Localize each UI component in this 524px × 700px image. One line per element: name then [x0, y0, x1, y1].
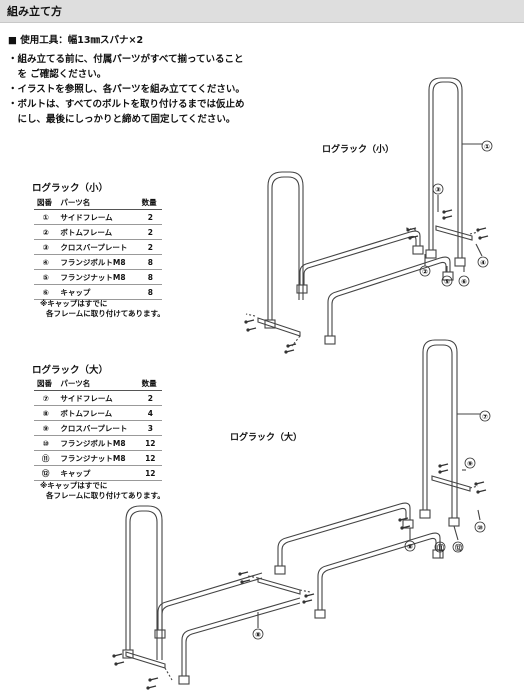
large-rack-callouts: ⑦ ⑨ ⑧ ⑪ ⑫ ⑩ ⑧	[252, 410, 491, 640]
part-no: ⑫	[34, 465, 58, 481]
part-no: ⑪	[34, 450, 58, 466]
part-name: フランジボルトM8	[57, 254, 139, 270]
note-line: ・ボルトは、すべてのボルトを取り付けるまでは仮止め	[8, 99, 245, 110]
part-qty: 12	[138, 435, 162, 451]
header-qty: 数量	[138, 377, 162, 391]
callout-3: ③	[435, 186, 441, 194]
callout-8-lower: ⑧	[255, 631, 261, 639]
part-qty: 12	[138, 465, 162, 481]
large-diagram-label: ログラック（大）	[230, 433, 303, 443]
part-name: ボトムフレーム	[57, 224, 139, 240]
part-qty: 2	[138, 390, 162, 406]
part-no: ②	[34, 224, 58, 240]
large-rack-title: ログラック（大）	[32, 365, 109, 376]
part-qty: 3	[138, 420, 162, 436]
part-name: キャップ	[57, 284, 139, 300]
part-qty: 2	[138, 239, 162, 255]
part-name: クロスバープレート	[57, 420, 139, 436]
callout-11: ⑪	[437, 543, 444, 552]
large-rack-diagram	[122, 339, 481, 685]
small-footnote: ※キャップはすでに 各フレームに取り付けてあります。	[40, 299, 165, 319]
part-no: ⑤	[34, 269, 58, 285]
part-no: ⑧	[34, 405, 58, 421]
part-no: ⑨	[34, 420, 58, 436]
note-line: を ご確認ください。	[8, 69, 107, 80]
note-line: ・組み立てる前に、付属パーツがすべて揃っていること	[8, 54, 244, 65]
table-header-row: 図番 パーツ名 数量	[34, 196, 162, 210]
header-no: 図番	[34, 196, 58, 210]
small-rack-diagram	[245, 77, 483, 347]
callout-5: ⑤	[444, 278, 450, 286]
part-name: サイドフレーム	[57, 209, 139, 225]
part-name: サイドフレーム	[57, 390, 139, 406]
callout-2: ②	[422, 268, 428, 276]
note-line: にし、最後にしっかりと締めて固定してください。	[8, 114, 236, 125]
part-name: フランジナットM8	[57, 269, 139, 285]
callout-8: ⑧	[407, 543, 413, 551]
header-name: パーツ名	[57, 377, 139, 391]
part-no: ③	[34, 239, 58, 255]
section-title: 組み立て方	[7, 5, 62, 18]
table-header-row: 図番 パーツ名 数量	[34, 377, 162, 391]
callout-1: ①	[484, 143, 490, 151]
small-rack-callouts: ① ③ ② ⑤ ⑥ ④	[419, 140, 493, 287]
note-line: ・イラストを参照し、各パーツを組み立ててください。	[8, 84, 245, 95]
header-qty: 数量	[138, 196, 162, 210]
callout-12: ⑫	[455, 543, 462, 552]
part-no: ①	[34, 209, 58, 225]
part-qty: 12	[138, 450, 162, 466]
instruction-notes: ・組み立てる前に、付属パーツがすべて揃っていること を ご確認ください。 ・イラ…	[8, 52, 245, 127]
footnote-line: ※キャップはすでに	[40, 299, 108, 308]
small-diagram-label: ログラック（小）	[322, 145, 395, 155]
part-qty: 8	[138, 254, 162, 270]
part-qty: 2	[138, 209, 162, 225]
part-qty: 4	[138, 405, 162, 421]
part-name: ボトムフレーム	[57, 405, 139, 421]
large-footnote: ※キャップはすでに 各フレームに取り付けてあります。	[40, 481, 165, 501]
small-rack-title: ログラック（小）	[32, 183, 109, 194]
header-no: 図番	[34, 377, 58, 391]
footnote-line: 各フレームに取り付けてあります。	[46, 491, 165, 500]
callout-10: ⑩	[477, 524, 483, 532]
section-header: 組み立て方	[0, 0, 524, 23]
part-no: ⑦	[34, 390, 58, 406]
callout-4: ④	[480, 259, 486, 267]
part-no: ④	[34, 254, 58, 270]
part-name: フランジボルトM8	[57, 435, 139, 451]
part-no: ⑩	[34, 435, 58, 451]
part-no: ⑥	[34, 284, 58, 300]
callout-7: ⑦	[482, 413, 488, 421]
part-name: キャップ	[57, 465, 139, 481]
part-name: フランジナットM8	[57, 450, 139, 466]
footnote-line: 各フレームに取り付けてあります。	[46, 309, 165, 318]
tools-line: ■ 使用工具：幅13㎜スパナ×2	[8, 35, 144, 46]
callout-6: ⑥	[461, 278, 467, 286]
header-name: パーツ名	[57, 196, 139, 210]
large-rack-bolts	[111, 463, 487, 691]
part-qty: 8	[138, 269, 162, 285]
part-qty: 8	[138, 284, 162, 300]
part-qty: 2	[138, 224, 162, 240]
footnote-line: ※キャップはすでに	[40, 481, 108, 490]
callout-9: ⑨	[467, 460, 473, 468]
part-name: クロスバープレート	[57, 239, 139, 255]
